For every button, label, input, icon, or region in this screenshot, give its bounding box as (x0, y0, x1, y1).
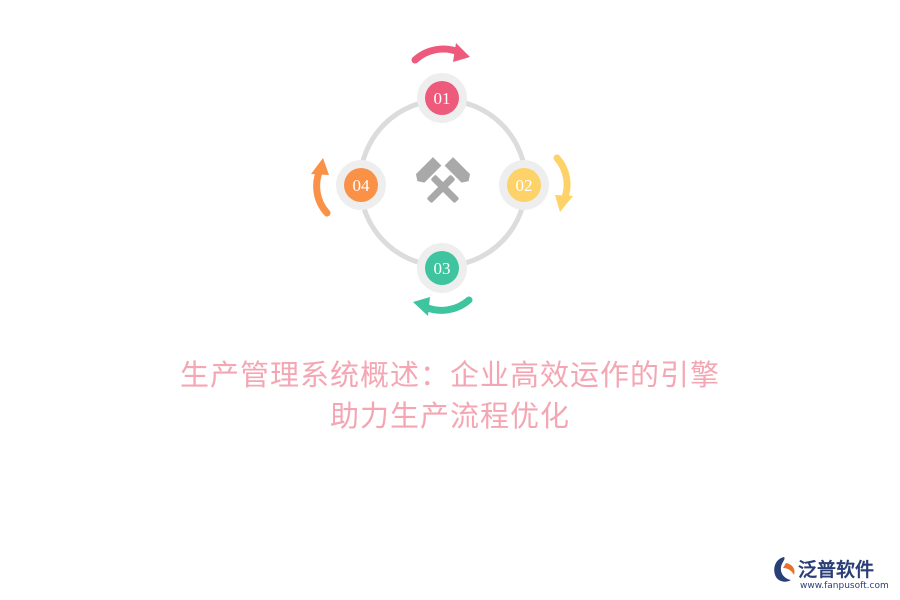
cycle-arrow-01 (411, 43, 470, 64)
step-node-01: 01 (417, 73, 467, 123)
step-node-02: 02 (499, 160, 549, 210)
step-node-03: 03 (417, 243, 467, 293)
step-number-03: 03 (434, 259, 451, 278)
brand-url: www.fanpusoft.com (800, 581, 889, 591)
fanpu-logo-icon (774, 557, 795, 582)
step-number-04: 04 (353, 176, 371, 195)
page-title-line-1: 生产管理系统概述：企业高效运作的引擎 (179, 358, 720, 392)
crossed-hammers-icon (415, 157, 471, 203)
cycle-arrow-02 (553, 154, 573, 212)
step-number-01: 01 (434, 89, 451, 108)
step-number-02: 02 (516, 176, 533, 195)
page-title-line-2: 助力生产流程优化 (329, 399, 570, 433)
brand-logo[interactable]: 泛普软件 www.fanpusoft.com (770, 553, 894, 597)
cycle-arrow-03 (413, 296, 473, 316)
step-node-04: 04 (336, 160, 386, 210)
brand-name: 泛普软件 (798, 559, 875, 581)
cycle-arrow-04 (311, 158, 331, 217)
